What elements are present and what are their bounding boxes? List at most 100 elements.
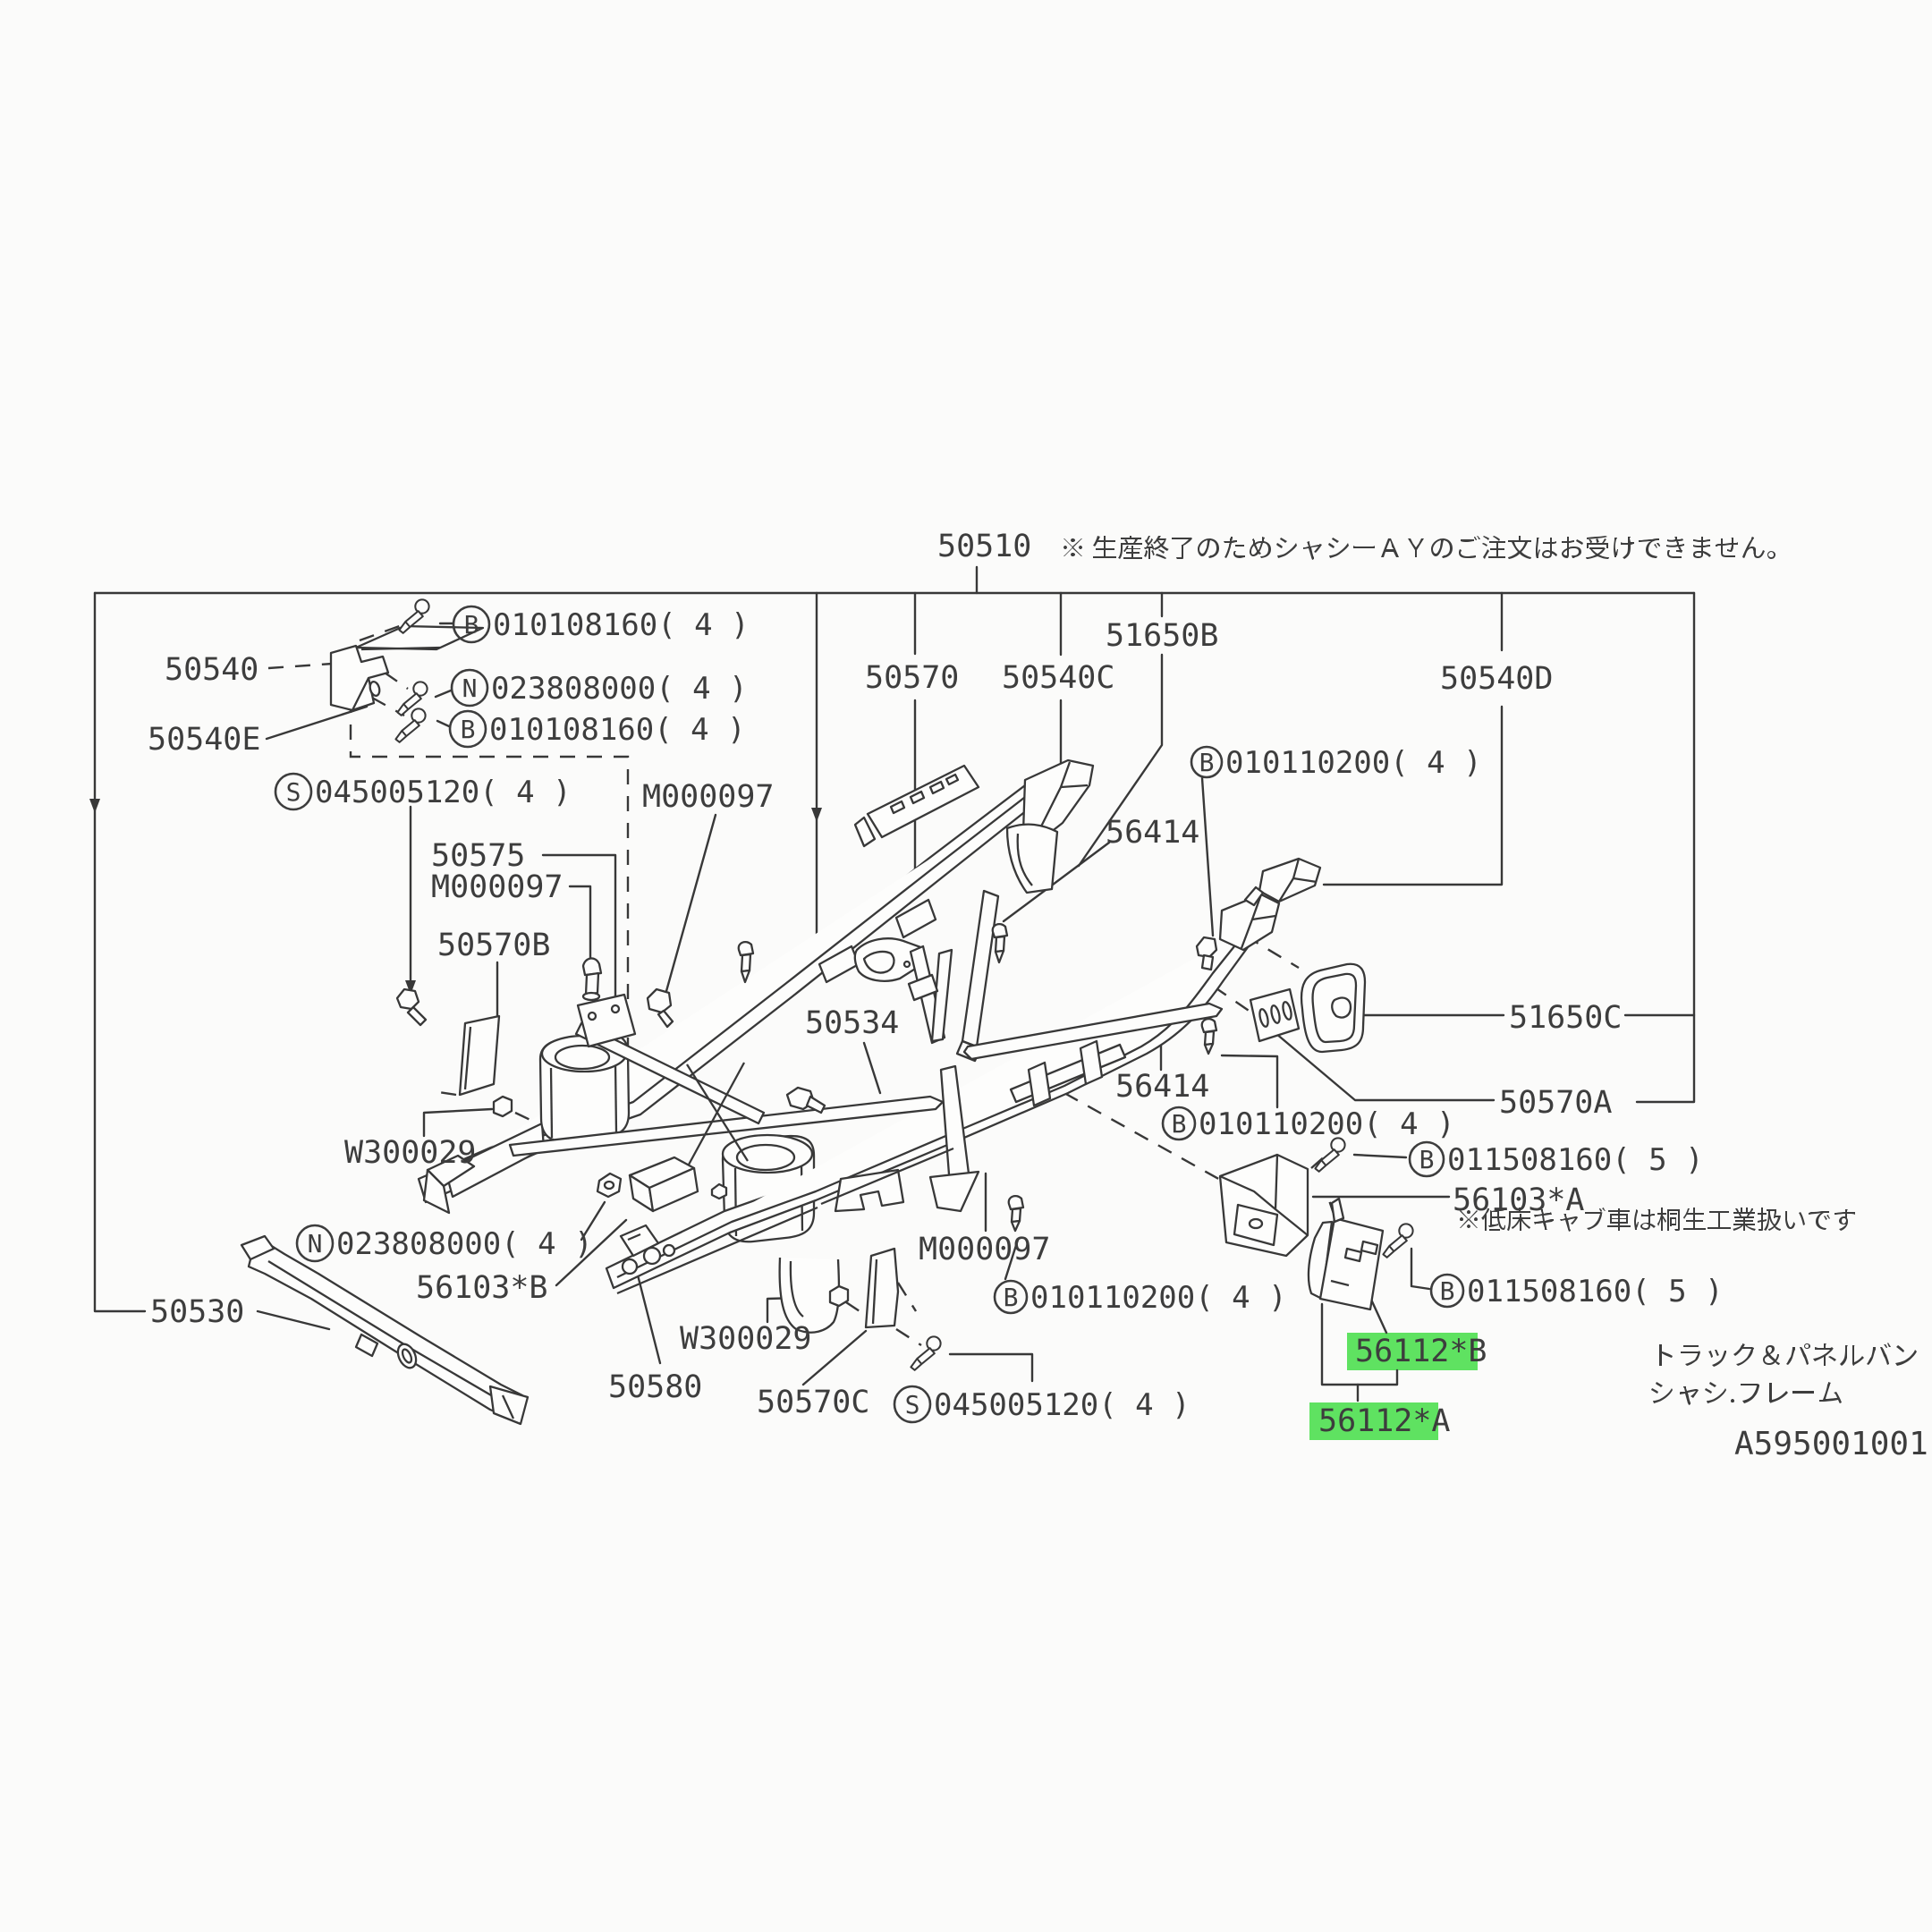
svg-text:B: B xyxy=(464,610,479,640)
svg-text:N: N xyxy=(308,1229,323,1258)
frame-drawing xyxy=(240,598,1414,1426)
svg-text:011508160( 5 ): 011508160( 5 ) xyxy=(1467,1274,1724,1309)
part-label-W300029-2: W300029 xyxy=(680,1321,812,1357)
part-label-50540D: 50540D xyxy=(1440,661,1553,697)
part-hump-bracket xyxy=(778,1257,841,1334)
production-note: ※ 生産終了のためシャシーＡＹのご注文はお受けできません。 xyxy=(1063,536,1775,560)
svg-text:S: S xyxy=(286,777,301,807)
part-box-hole xyxy=(1248,1217,1264,1230)
fastener-label-N-023808000-2: N 023808000( 4 ) xyxy=(295,1224,593,1263)
part-pin-toprail xyxy=(737,941,755,984)
part-label-56112B[interactable]: 56112*B xyxy=(1355,1334,1487,1369)
part-bolt-50534 xyxy=(785,1086,826,1114)
vehicle-caption: トラック＆パネルバン xyxy=(1659,1343,1917,1367)
part-staple-bracket xyxy=(834,1168,905,1213)
part-label-56414-2: 56414 xyxy=(1115,1069,1209,1105)
part-center-post xyxy=(928,1064,980,1213)
part-label-56112A[interactable]: 56112*A xyxy=(1318,1403,1451,1439)
part-nut-w2 xyxy=(828,1284,850,1308)
fastener-label-B-010110200-1: B 010110200( 4 ) xyxy=(1190,745,1482,781)
part-number-labels: 50510 50540 50540E 50570 50540C 51650B 5… xyxy=(148,529,1928,1462)
part-label-50540: 50540 xyxy=(165,652,258,688)
part-horn-hole xyxy=(902,960,911,969)
part-bracket-50540 xyxy=(329,624,485,712)
part-plate-56112-front xyxy=(1318,1197,1385,1311)
svg-text:010110200( 4 ): 010110200( 4 ) xyxy=(1225,745,1482,781)
part-channel-member xyxy=(1009,1039,1127,1107)
part-pin-a xyxy=(1200,1018,1218,1055)
part-rail-end-cap-51650B xyxy=(1021,758,1095,844)
svg-text:B: B xyxy=(1199,748,1215,777)
part-bracket-hole xyxy=(369,681,381,697)
part-box-56103A xyxy=(1218,1153,1309,1258)
part-label-M000097-3: M000097 xyxy=(919,1232,1051,1267)
part-label-50510: 50510 xyxy=(937,529,1031,564)
fastener-label-B-010108160-1: B 010108160( 4 ) xyxy=(452,605,750,644)
part-near-rail-flange xyxy=(616,1147,954,1295)
highlight-56112B xyxy=(1347,1333,1478,1370)
part-far-rail-front-stub xyxy=(422,1122,546,1215)
part-label-50540E: 50540E xyxy=(148,722,260,758)
svg-text:S: S xyxy=(905,1390,920,1419)
japanese-annotations: ※ 生産終了のためシャシーＡＹのご注文はお受けできません。 ※低床キャブ車は桐生… xyxy=(1063,536,1917,1405)
svg-text:010108160( 4 ): 010108160( 4 ) xyxy=(493,607,750,643)
part-a-frame xyxy=(907,945,953,1045)
part-center-struts xyxy=(686,1062,749,1165)
svg-text:010108160( 4 ): 010108160( 4 ) xyxy=(489,712,746,748)
part-hanging-pin xyxy=(991,923,1009,964)
part-rod-56414 xyxy=(962,1002,1224,1061)
fastener-label-S-045005120-2: S 045005120( 4 ) xyxy=(893,1385,1191,1424)
part-label-51650C: 51650C xyxy=(1509,1000,1622,1036)
fastener-label-B-011508160-2: B 011508160( 5 ) xyxy=(1429,1273,1724,1309)
part-bar-50530 xyxy=(240,1234,530,1426)
part-stud-base xyxy=(581,991,601,1002)
part-label-50534: 50534 xyxy=(805,1005,899,1041)
part-stud-m97 xyxy=(581,957,603,996)
part-bracket-50540C xyxy=(1005,823,1059,894)
part-label-50570A: 50570A xyxy=(1499,1085,1612,1121)
part-label-50570C: 50570C xyxy=(757,1385,869,1420)
part-bracket-51650C xyxy=(1300,962,1367,1054)
part-crossmember-50575 xyxy=(574,993,766,1125)
svg-text:023808000( 4 ): 023808000( 4 ) xyxy=(491,671,748,707)
part-label-56103B: 56103*B xyxy=(416,1270,548,1306)
svg-text:B: B xyxy=(1004,1283,1019,1312)
part-bar-clamp xyxy=(396,1343,418,1369)
part-rail-tab xyxy=(894,898,937,939)
svg-text:B: B xyxy=(1440,1276,1455,1306)
frame-caption: シャシ.フレーム xyxy=(1651,1382,1842,1405)
part-wedge-56103B xyxy=(628,1156,699,1213)
part-bolt-kick xyxy=(1195,936,1218,971)
part-nut-hole xyxy=(603,1180,615,1191)
fastener-labels: B 010108160( 4 ) N 023808000( 4 ) B 0101081… xyxy=(274,605,1724,1424)
part-plate-50570B xyxy=(458,1014,501,1097)
part-nut-w1 xyxy=(492,1095,513,1118)
part-label-56414-1: 56414 xyxy=(1106,815,1199,851)
part-label-M000097-1: M000097 xyxy=(642,779,775,815)
part-label-50570B: 50570B xyxy=(437,928,550,963)
part-label-50530: 50530 xyxy=(150,1294,244,1330)
svg-text:B: B xyxy=(1419,1145,1435,1174)
svg-text:B: B xyxy=(461,715,476,744)
search-highlights xyxy=(1309,1333,1478,1440)
svg-text:011508160( 5 ): 011508160( 5 ) xyxy=(1447,1142,1704,1178)
part-front-tower-right-rim xyxy=(721,1133,814,1174)
part-plate-50570A-slots xyxy=(1258,1001,1292,1028)
part-bracket-50580 xyxy=(619,1224,660,1258)
part-label-50575: 50575 xyxy=(431,838,525,874)
part-crossmember-bolts xyxy=(587,1004,621,1021)
part-bolt-m97-1 xyxy=(646,987,674,1029)
part-label-50540C: 50540C xyxy=(1002,660,1114,696)
part-near-rail-front-rings xyxy=(621,1243,676,1275)
handling-note: ※低床キャブ車は桐生工業扱いです xyxy=(1460,1208,1855,1232)
part-label-50580: 50580 xyxy=(608,1369,702,1405)
part-bolt-nearrail xyxy=(710,1182,728,1200)
svg-text:045005120( 4 ): 045005120( 4 ) xyxy=(934,1387,1191,1423)
svg-text:023808000( 4 ): 023808000( 4 ) xyxy=(336,1226,593,1262)
